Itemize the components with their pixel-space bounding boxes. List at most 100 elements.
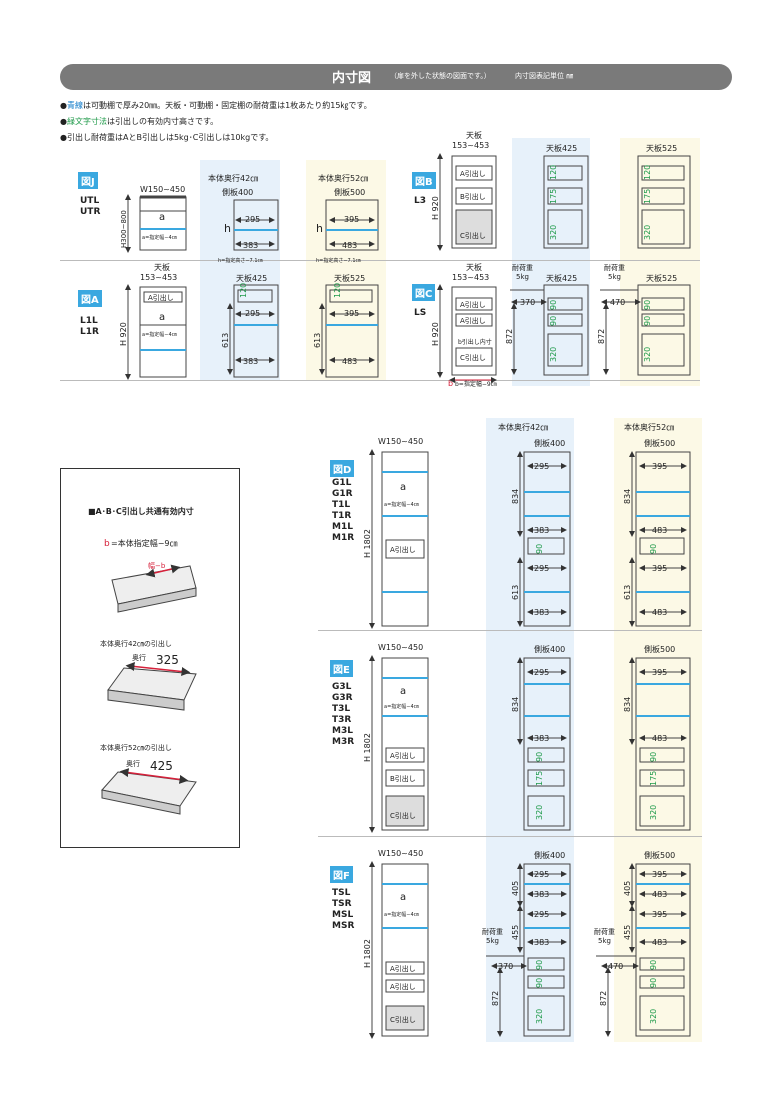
- fig-d-613-52: 613: [623, 585, 632, 600]
- fig-c-90b-42: 90: [549, 316, 558, 326]
- divider-1: [60, 260, 700, 261]
- fig-f-295b: 295: [534, 910, 549, 919]
- figure-label-c: 図C: [412, 284, 436, 301]
- fig-b-top425: 天板425: [546, 143, 577, 153]
- fig-d-834-42: 834: [511, 489, 520, 504]
- fig-d-width: W150~450: [378, 437, 423, 446]
- fig-c-370: 370: [520, 298, 535, 307]
- fig-f-395b: 395: [652, 910, 667, 919]
- fig-f-front: [369, 861, 429, 1039]
- fig-b-side-52: [637, 155, 691, 249]
- fig-a-front: [125, 284, 187, 380]
- fig-c-872-52: 872: [597, 329, 606, 344]
- fig-e-a-note: a=指定幅−4㎝: [384, 703, 419, 710]
- fig-d-side-52: [629, 451, 691, 627]
- fig-e-295: 295: [534, 668, 549, 677]
- fig-c-load-value-52: 5kg: [608, 273, 621, 281]
- fig-e-175-42: 175: [535, 771, 544, 786]
- models-f: TSL TSR MSL MSR: [332, 888, 355, 931]
- fig-d-side400: 側板400: [534, 438, 565, 448]
- fig-e-front: [369, 655, 429, 833]
- fig-j-h-52: h: [316, 222, 323, 235]
- panel-def-42: [486, 418, 574, 1042]
- fig-e-320-42: 320: [535, 805, 544, 820]
- fig-c-side-42: [510, 284, 589, 376]
- fig-f-drawer-a1: A引出し: [390, 964, 416, 973]
- figure-label-j: 図J: [78, 172, 98, 189]
- fig-f-383a: 383: [534, 890, 549, 899]
- fig-f-width: W150~450: [378, 849, 423, 858]
- fig-a-a-note: a=指定幅−4㎝: [142, 331, 177, 338]
- fig-j-395: 395: [344, 215, 359, 224]
- fig-a-120-52: 120: [333, 283, 342, 298]
- models-c: LS: [414, 308, 427, 318]
- fig-b-320-52: 320: [643, 225, 652, 240]
- fig-f-load-title-52: 耐荷重: [594, 927, 615, 936]
- fig-j-side-42: [233, 199, 279, 251]
- fig-j-h-note-42: h=指定高さ−7.1㎝: [218, 257, 263, 264]
- fig-e-drawer-c: C引出し: [390, 811, 416, 820]
- inset-d52-value: 425: [150, 759, 173, 773]
- inset-d52-title: 本体奥行52㎝の引出し: [100, 743, 172, 752]
- fig-c-front: [437, 284, 497, 383]
- fig-d-613-42: 613: [511, 585, 520, 600]
- fig-d-drawer-a: A引出し: [390, 545, 416, 554]
- fig-d-483a: 483: [652, 526, 667, 535]
- fig-f-872-52: 872: [599, 991, 608, 1006]
- fig-d-90-42: 90: [535, 544, 544, 554]
- fig-f-side-42: [486, 863, 571, 1037]
- inset-drawer-dimensions: [60, 468, 240, 848]
- fig-c-b: b: [448, 379, 453, 388]
- fig-d-395a: 395: [652, 462, 667, 471]
- fig-c-b-note: b=指定幅−9㎝: [455, 380, 497, 388]
- figure-label-a: 図A: [78, 290, 102, 307]
- panel-def-52: [614, 418, 702, 1042]
- fig-f-90b-52: 90: [649, 978, 658, 988]
- fig-c-load-value-42: 5kg: [516, 273, 529, 281]
- fig-a-395: 395: [344, 309, 359, 318]
- fig-a-top525: 天板525: [334, 273, 365, 283]
- fig-e-width: W150~450: [378, 643, 423, 652]
- fig-b-120-42: 120: [549, 165, 558, 180]
- fig-c-90a-52: 90: [643, 300, 652, 310]
- fig-j-483: 483: [342, 241, 357, 250]
- fig-e-834-42: 834: [511, 697, 520, 712]
- models-b: L3: [414, 196, 426, 206]
- fig-e-90-42: 90: [535, 752, 544, 762]
- fig-a-613-42: 613: [221, 333, 230, 348]
- fig-j-height: H300~800: [120, 210, 128, 248]
- fig-j-383: 383: [243, 241, 258, 250]
- fig-b-drawer-c: C引出し: [460, 231, 486, 240]
- fig-c-470: 470: [610, 298, 625, 307]
- models-j: UTL UTR: [80, 196, 101, 217]
- fig-j-side500: 側板500: [334, 187, 365, 197]
- fig-f-drawer-a2: A引出し: [390, 982, 416, 991]
- fig-d-295a: 295: [534, 462, 549, 471]
- drawer-illustration-1: [111, 564, 197, 613]
- models-a: L1L L1R: [80, 316, 99, 337]
- models-e: G3L G3R T3L T3R M3L M3R: [332, 682, 355, 747]
- note-2: ●緑文字寸法は引出しの有効内寸高さです。: [60, 117, 219, 126]
- fig-f-90a-42: 90: [535, 960, 544, 970]
- fig-d-395b: 395: [652, 564, 667, 573]
- fig-b-front: [437, 153, 497, 251]
- inset-title: ■A･B･C引出し共通有効内寸: [88, 506, 194, 516]
- fig-e-90-52: 90: [649, 752, 658, 762]
- fig-a-120-42: 120: [239, 283, 248, 298]
- fig-d-383b: 383: [534, 608, 549, 617]
- fig-j-a-note: a=指定幅−4㎝: [142, 234, 177, 241]
- fig-b-120-52: 120: [643, 165, 652, 180]
- fig-j-a: a: [159, 212, 165, 223]
- fig-c-side-52: [600, 284, 691, 376]
- fig-d-side-42: [517, 451, 571, 627]
- def-d52: 本体奥行52㎝: [624, 422, 674, 432]
- inset-d42-value: 325: [156, 653, 179, 667]
- fig-c-b-inner: b引出し内寸: [458, 338, 492, 346]
- note-1: ●青線は可動棚で厚み20㎜。天板・可動棚・固定棚の耐荷重は1枚あたり約15㎏です…: [60, 101, 372, 110]
- fig-c-top-range: 153~453: [452, 273, 489, 282]
- fig-c-load-title-42: 耐荷重: [512, 263, 533, 272]
- fig-e-side-42: [517, 657, 571, 831]
- fig-f-a: a: [400, 892, 406, 903]
- fig-j-side400: 側板400: [222, 187, 253, 197]
- inset-d52-label: 奥行: [126, 759, 140, 768]
